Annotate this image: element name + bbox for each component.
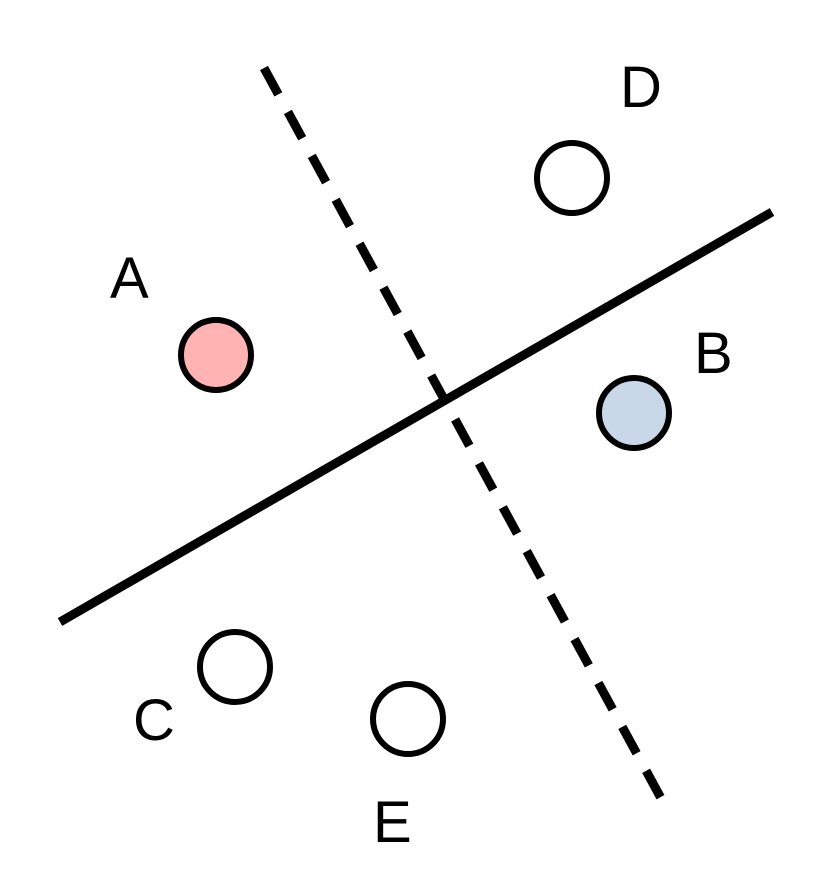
point-e-circle [370, 681, 446, 757]
point-a-label: A [110, 246, 149, 311]
point-d-label: D [620, 55, 662, 120]
point-a-circle [178, 317, 254, 393]
point-e-label: E [373, 790, 412, 855]
point-c-label: C [133, 688, 175, 753]
dashed-line [260, 65, 666, 803]
point-c-circle [197, 629, 273, 705]
point-d-circle [534, 140, 610, 216]
point-b-circle [596, 375, 672, 451]
point-b-label: B [694, 321, 733, 386]
solid-line [57, 208, 775, 626]
